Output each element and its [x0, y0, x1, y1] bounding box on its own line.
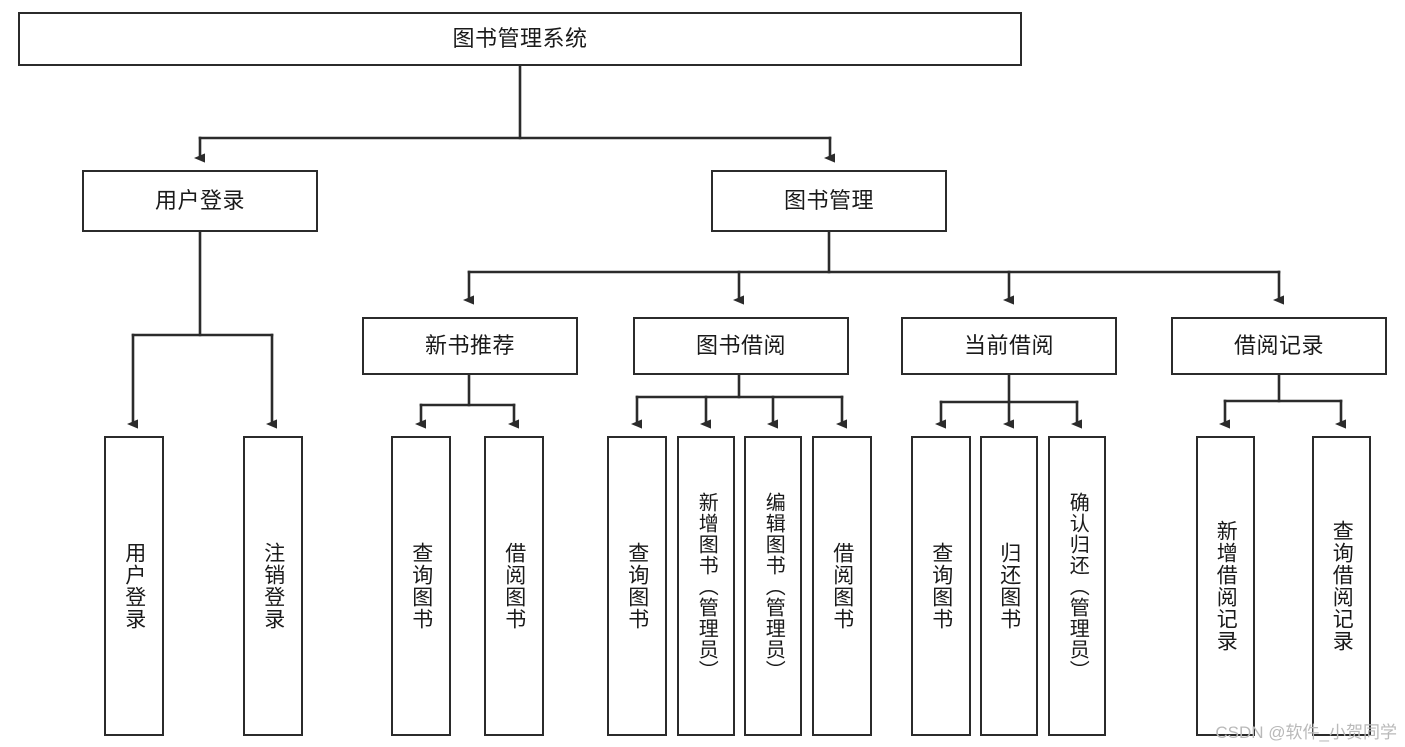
- node-label: 查询图书: [409, 542, 433, 630]
- leaf-query-borrow-record[interactable]: 查询借阅记录: [1312, 436, 1371, 736]
- node-book-borrow[interactable]: 图书借阅: [633, 317, 849, 375]
- csdn-watermark: CSDN @软件_小贺同学: [1215, 723, 1397, 742]
- node-root-system[interactable]: 图书管理系统: [18, 12, 1022, 66]
- leaf-borrow-book-recommend[interactable]: 借阅图书: [484, 436, 544, 736]
- node-label: 查询图书: [625, 542, 649, 630]
- node-label: 借阅记录: [1233, 332, 1324, 358]
- leaf-user-logout[interactable]: 注销登录: [243, 436, 303, 736]
- leaf-edit-book-admin[interactable]: 编辑图书（管理员）: [744, 436, 802, 736]
- node-book-management[interactable]: 图书管理: [711, 170, 947, 232]
- node-label: 新增图书（管理员）: [695, 491, 718, 681]
- node-label: 借阅图书: [830, 542, 854, 630]
- leaf-query-book-current[interactable]: 查询图书: [911, 436, 971, 736]
- node-user-login[interactable]: 用户登录: [82, 170, 318, 232]
- node-borrow-record[interactable]: 借阅记录: [1171, 317, 1387, 375]
- leaf-add-book-admin[interactable]: 新增图书（管理员）: [677, 436, 735, 736]
- node-label: 新书推荐: [424, 332, 515, 358]
- node-label: 当前借阅: [963, 332, 1054, 358]
- leaf-borrow-book[interactable]: 借阅图书: [812, 436, 872, 736]
- node-label: 用户登录: [154, 187, 245, 213]
- node-label: 查询图书: [929, 542, 953, 630]
- leaf-user-login[interactable]: 用户登录: [104, 436, 164, 736]
- node-label: 用户登录: [122, 542, 146, 630]
- leaf-confirm-return-admin[interactable]: 确认归还（管理员）: [1048, 436, 1106, 736]
- node-label: 图书管理系统: [452, 25, 588, 51]
- node-label: 借阅图书: [502, 542, 526, 630]
- node-label: 归还图书: [997, 542, 1021, 630]
- node-new-book-recommend[interactable]: 新书推荐: [362, 317, 578, 375]
- node-current-borrow[interactable]: 当前借阅: [901, 317, 1117, 375]
- leaf-return-book[interactable]: 归还图书: [980, 436, 1038, 736]
- leaf-add-borrow-record[interactable]: 新增借阅记录: [1196, 436, 1255, 736]
- node-label: 图书管理: [783, 187, 874, 213]
- node-label: 新增借阅记录: [1214, 520, 1238, 652]
- node-label: 确认归还（管理员）: [1066, 491, 1089, 681]
- node-label: 图书借阅: [695, 332, 786, 358]
- leaf-query-book-recommend[interactable]: 查询图书: [391, 436, 451, 736]
- leaf-query-book-borrow[interactable]: 查询图书: [607, 436, 667, 736]
- node-label: 编辑图书（管理员）: [762, 491, 785, 681]
- node-label: 注销登录: [261, 542, 285, 630]
- node-label: 查询借阅记录: [1330, 520, 1354, 652]
